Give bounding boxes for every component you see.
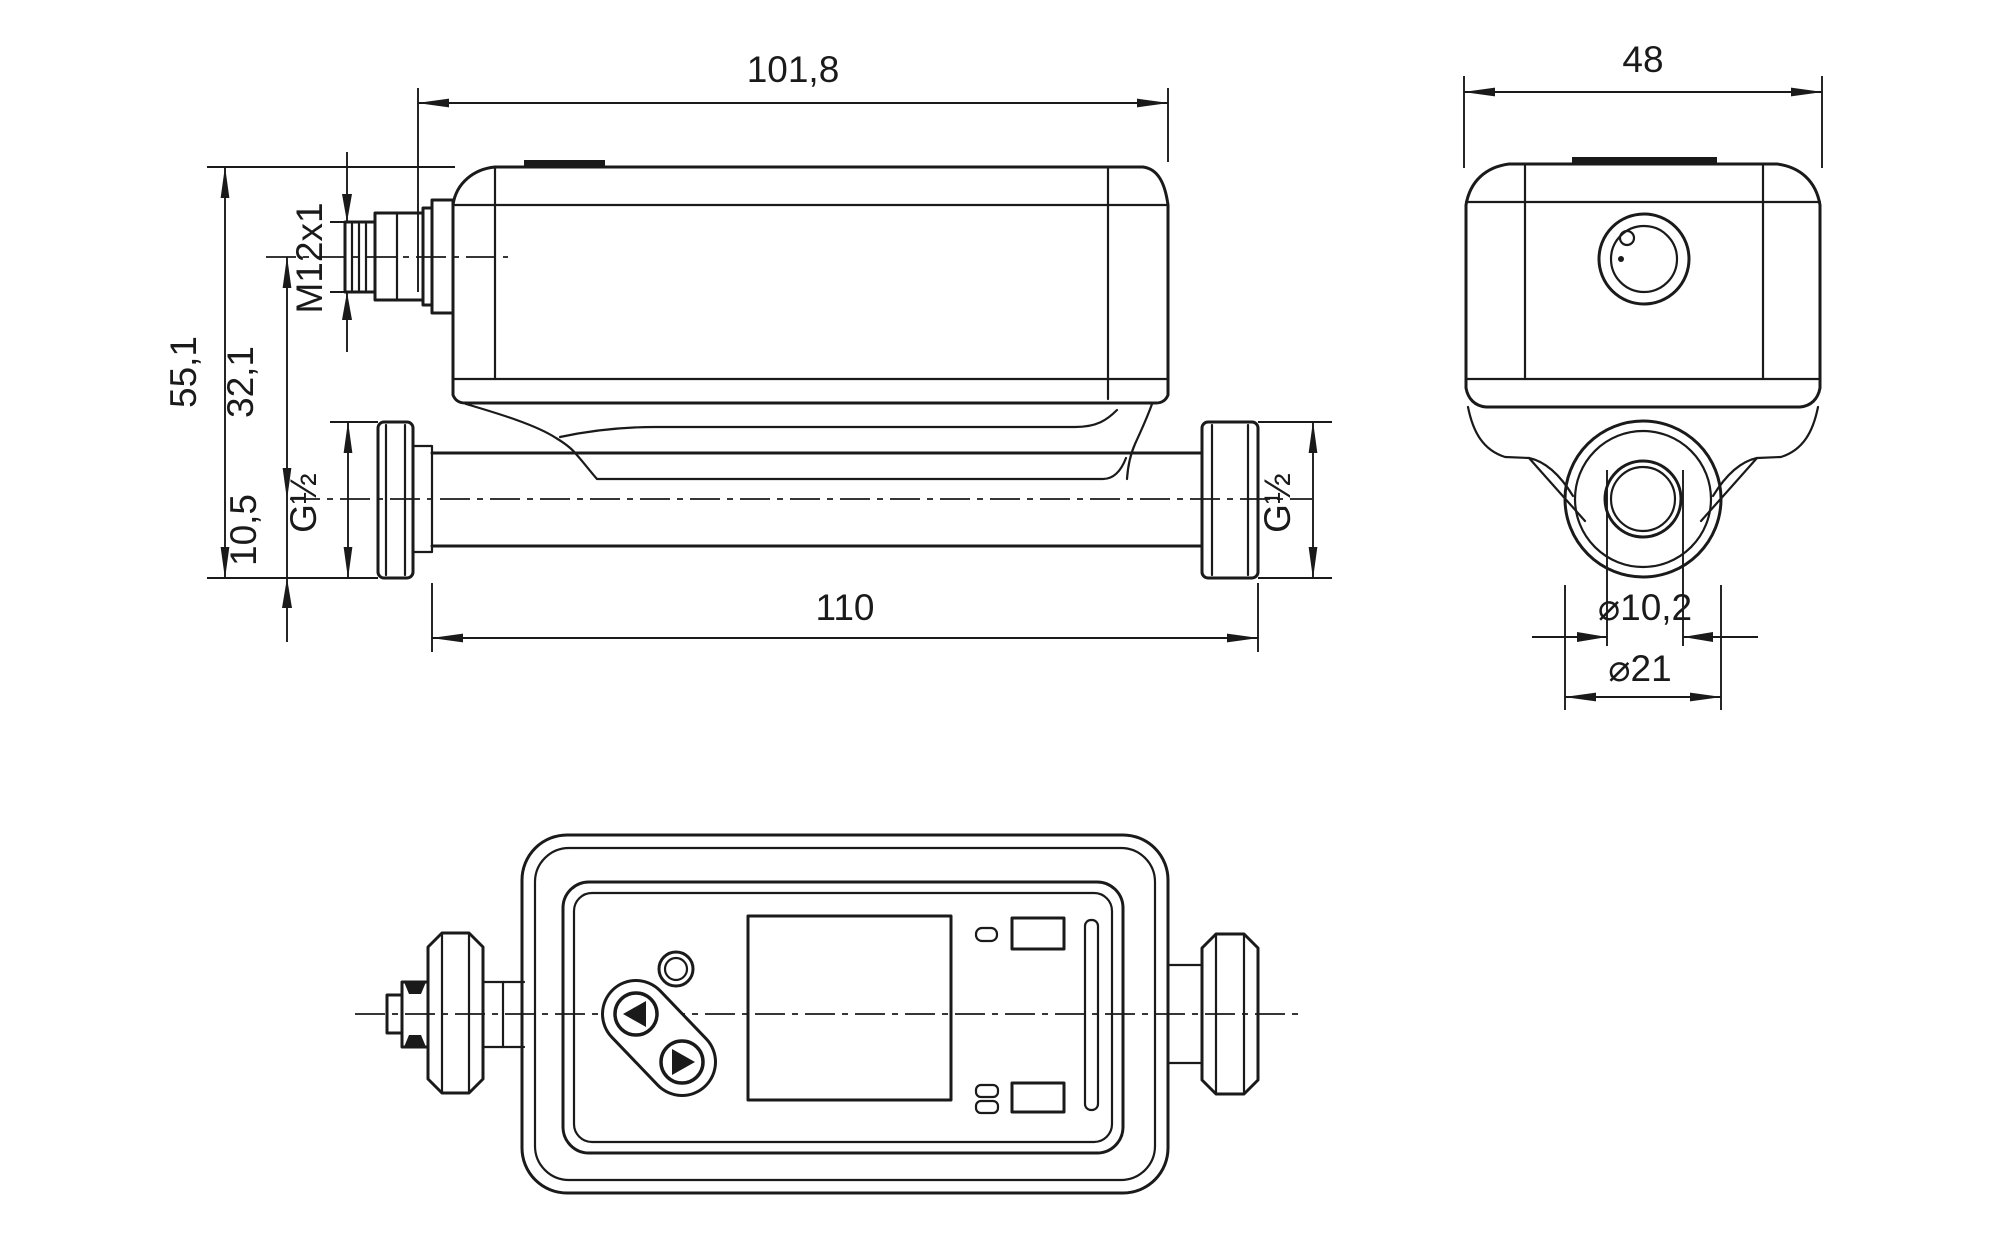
front-connector-face (1597, 212, 1691, 306)
dim-bore-diameter: ⌀10,2 (1532, 470, 1758, 646)
label-field-top (1010, 916, 1066, 951)
dim-overall-height: 55,1 (163, 166, 455, 579)
dim-overall-width-label: 101,8 (747, 49, 840, 90)
status-led-bottom-1 (974, 1083, 1000, 1099)
dim-adapter-diameter-label: ⌀21 (1608, 648, 1671, 689)
dim-bore-diameter-label: ⌀10,2 (1598, 587, 1692, 628)
dim-overall-height-label: 55,1 (163, 336, 204, 408)
front-pipe-flange (1563, 419, 1723, 579)
sensor-body (451, 160, 1170, 405)
dim-pipe-length-label: 110 (816, 587, 875, 628)
status-led-bottom-2 (974, 1099, 1000, 1115)
down-button[interactable] (659, 1039, 705, 1085)
up-button[interactable] (613, 991, 659, 1037)
dim-overall-depth: 48 (1463, 39, 1823, 168)
bottom-right-fitting (1166, 932, 1260, 1096)
dim-pipe-lower-offset-label: 10,5 (223, 494, 264, 566)
body-skirt (464, 402, 1154, 481)
front-skirt (1466, 405, 1820, 523)
dim-pipe-lower-offset: 10,5 (223, 494, 292, 642)
display-window (746, 914, 953, 1102)
front-top-tab (1572, 157, 1717, 165)
dim-process-thread-right: G½ (1257, 421, 1332, 579)
status-led-top (974, 926, 999, 943)
dim-axis-height-label: 32,1 (220, 346, 261, 418)
bottom-housing (520, 833, 1170, 1195)
dim-axis-height: 32,1 (220, 256, 292, 500)
body-top-tab (524, 160, 605, 168)
button-capsule (601, 979, 717, 1097)
dim-overall-depth-label: 48 (1622, 39, 1663, 80)
dim-connector-thread: M12x1 (289, 152, 364, 352)
m12-connector (343, 198, 455, 315)
dim-process-thread-left-label: G½ (283, 473, 324, 533)
led-indicator (657, 950, 695, 988)
bottom-left-fitting (385, 931, 526, 1095)
measuring-pipe (430, 451, 1204, 548)
dim-overall-width: 101,8 (417, 49, 1169, 292)
front-body (1464, 157, 1822, 409)
dim-adapter-diameter: ⌀21 (1564, 585, 1722, 710)
side-slot (1083, 918, 1100, 1112)
indicator-fields (974, 916, 1100, 1115)
left-process-fitting (376, 420, 434, 580)
bottom-view (355, 833, 1300, 1195)
left-arrow-icon (623, 1001, 646, 1027)
dim-process-thread-right-label: G½ (1257, 473, 1298, 533)
dim-process-thread-left: G½ (283, 421, 378, 579)
side-view: 101,8 55,1 32,1 10,5 M12x1 (163, 49, 1332, 652)
right-arrow-icon (672, 1049, 695, 1075)
dim-connector-thread-label: M12x1 (289, 202, 330, 313)
label-field-bottom (1010, 1081, 1066, 1114)
front-view: 48 ⌀10,2 ⌀21 (1463, 39, 1823, 710)
right-process-fitting (1200, 420, 1260, 580)
dim-pipe-length: 110 (431, 583, 1259, 652)
